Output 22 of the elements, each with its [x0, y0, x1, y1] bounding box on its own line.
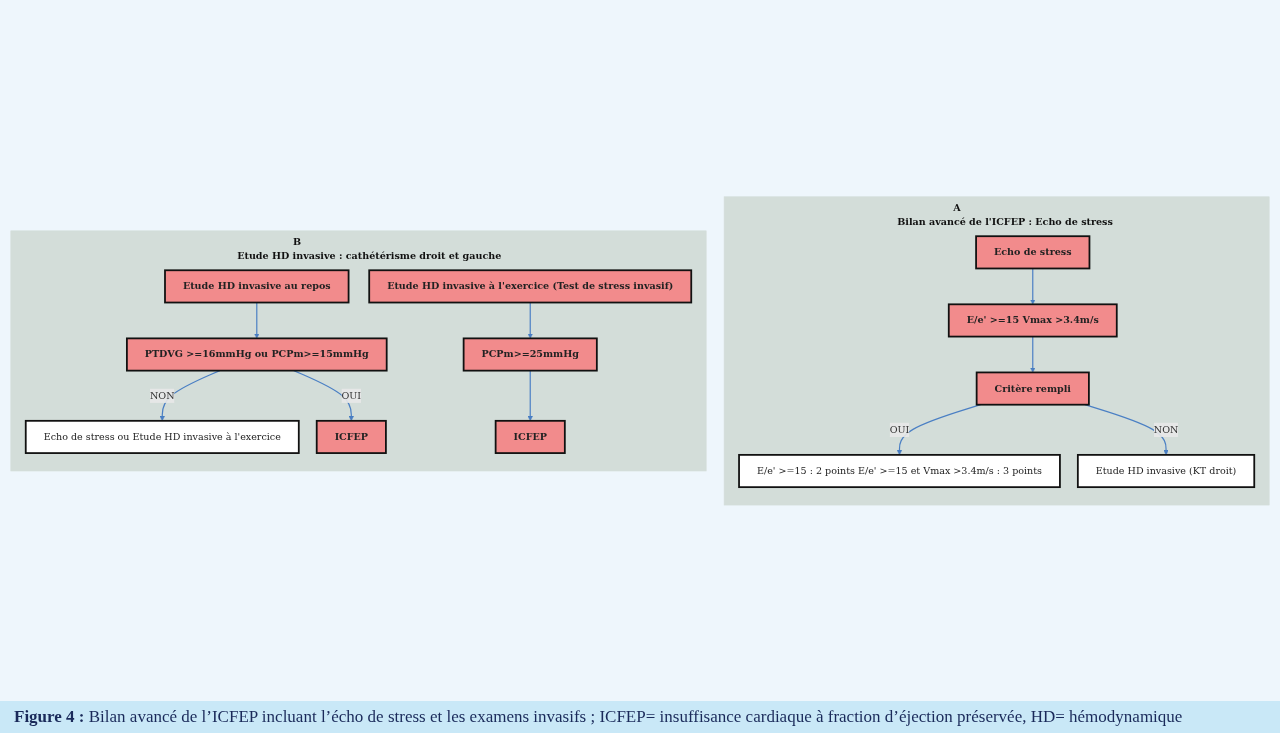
arrow — [1030, 267, 1036, 305]
node-box: PCPm>=25mmHg — [462, 337, 598, 372]
node-box: Etude HD invasive au repos — [164, 268, 350, 303]
node-box: ICFEP — [315, 419, 387, 454]
node-box: ICFEP — [494, 419, 566, 454]
edge-label: OUI — [889, 423, 910, 435]
edge-label: NON — [1153, 423, 1179, 435]
node-box: Echo de stress ou Etude HD invasive à l'exercice — [24, 419, 300, 454]
node-box: PTDVG >=16mmHg ou PCPm>=15mmHg — [126, 337, 388, 372]
arrow — [527, 369, 533, 421]
arrow — [254, 301, 260, 339]
node-box: Etude HD invasive (KT droit) — [1076, 453, 1256, 488]
edge-label: OUI — [341, 389, 362, 401]
figure-caption: Figure 4 : Bilan avancé de l’ICFEP incluant l’écho de stress et les examens invasifs ; ICFEP= insuffisance cardiaque à fraction d’éjection préservée, HD= hémodynamique — [0, 701, 1280, 733]
edge-label: NON — [149, 389, 175, 401]
node-box: Echo de stress — [975, 234, 1091, 269]
node-box: Etude HD invasive à l'exercice (Test de stress invasif) — [368, 268, 693, 303]
arrow — [1030, 335, 1036, 373]
node-box: Critère rempli — [975, 371, 1090, 406]
arrow — [527, 301, 533, 339]
node-box: E/e' >=15 : 2 points E/e' >=15 et Vmax >3.4m/s : 3 points — [738, 453, 1061, 488]
node-box: E/e' >=15 Vmax >3.4m/s — [947, 303, 1118, 338]
